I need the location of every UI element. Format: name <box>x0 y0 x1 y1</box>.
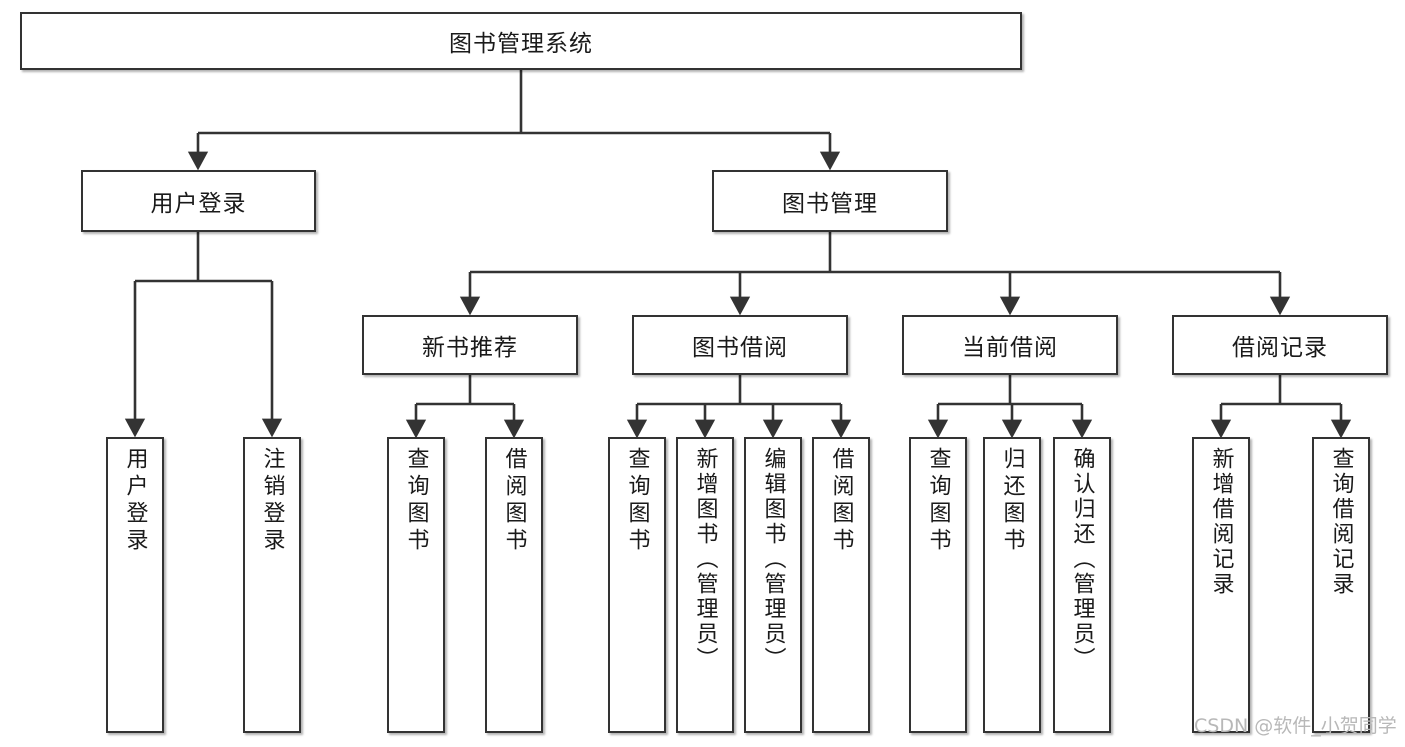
node-borrow-records[interactable]: 借阅记录 <box>1172 315 1388 375</box>
node-leaf-add-borrow-record[interactable]: 新增借阅记录 <box>1192 437 1250 733</box>
node-label: 查询图书 <box>925 447 951 555</box>
node-leaf-edit-book-admin[interactable]: 编辑图书（管理员） <box>744 437 802 733</box>
node-root-system[interactable]: 图书管理系统 <box>20 12 1022 70</box>
node-label: 查询图书 <box>403 447 429 555</box>
node-leaf-user-login[interactable]: 用户登录 <box>106 437 164 733</box>
node-label: 图书借阅 <box>692 335 788 361</box>
node-label: 新书推荐 <box>422 335 518 361</box>
node-leaf-query-book-1[interactable]: 查询图书 <box>387 437 445 733</box>
node-current-borrow[interactable]: 当前借阅 <box>902 315 1118 375</box>
node-label: 当前借阅 <box>962 335 1058 361</box>
node-leaf-add-book-admin[interactable]: 新增图书（管理员） <box>676 437 734 733</box>
node-new-book-recommend[interactable]: 新书推荐 <box>362 315 578 375</box>
node-book-management[interactable]: 图书管理 <box>712 170 948 232</box>
node-leaf-confirm-return-admin[interactable]: 确认归还（管理员） <box>1053 437 1111 733</box>
node-leaf-borrow-book-2[interactable]: 借阅图书 <box>812 437 870 733</box>
node-label: 用户登录 <box>122 447 148 555</box>
node-book-borrow[interactable]: 图书借阅 <box>632 315 848 375</box>
node-label: 查询图书 <box>624 447 650 555</box>
node-leaf-query-book-2[interactable]: 查询图书 <box>608 437 666 733</box>
node-label: 查询借阅记录 <box>1328 447 1354 597</box>
node-label: 借阅图书 <box>828 447 854 555</box>
node-label: 注销登录 <box>259 447 285 555</box>
node-label: 归还图书 <box>999 447 1025 555</box>
node-label: 图书管理系统 <box>449 31 593 57</box>
node-label: 新增借阅记录 <box>1208 447 1234 597</box>
csdn-watermark: CSDN @软件_小贺同学 <box>1194 715 1397 737</box>
node-label: 新增图书（管理员） <box>692 447 718 672</box>
node-label: 借阅记录 <box>1232 335 1328 361</box>
node-label: 图书管理 <box>782 191 878 217</box>
node-leaf-return-book[interactable]: 归还图书 <box>983 437 1041 733</box>
node-label: 用户登录 <box>150 191 247 217</box>
node-leaf-borrow-book-1[interactable]: 借阅图书 <box>485 437 543 733</box>
node-label: 确认归还（管理员） <box>1069 447 1095 672</box>
node-leaf-query-book-3[interactable]: 查询图书 <box>909 437 967 733</box>
node-user-login[interactable]: 用户登录 <box>81 170 316 232</box>
node-leaf-query-borrow-record[interactable]: 查询借阅记录 <box>1312 437 1370 733</box>
node-label: 编辑图书（管理员） <box>760 447 786 672</box>
node-label: 借阅图书 <box>501 447 527 555</box>
node-leaf-user-logout[interactable]: 注销登录 <box>243 437 301 733</box>
